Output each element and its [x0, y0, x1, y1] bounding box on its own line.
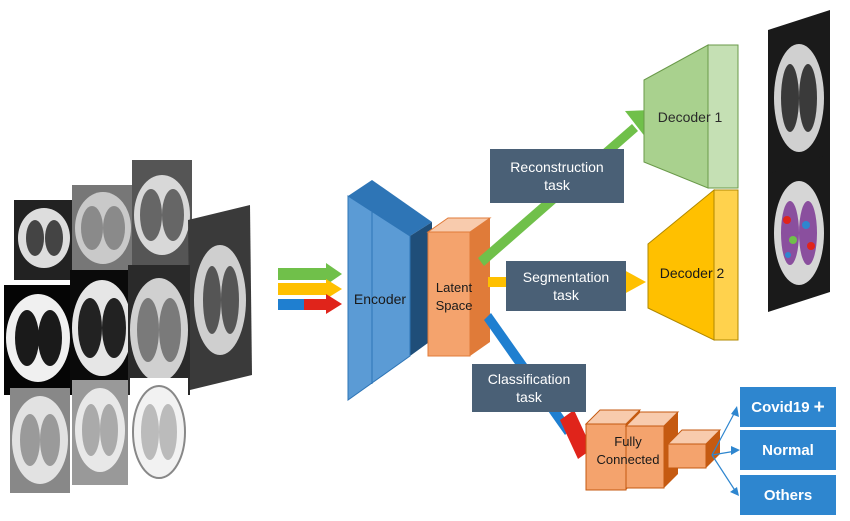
plus-icon: + [813, 396, 825, 418]
others-output-box: Others [740, 475, 836, 515]
normal-output-box: Normal [740, 430, 836, 470]
latent-space-block: Latent Space [426, 217, 492, 357]
fully-connected-block: Fully Connected [584, 409, 722, 491]
blue-input-arrow-shaft [278, 299, 304, 310]
green-input-arrow [278, 263, 342, 285]
ct-slice [130, 378, 188, 490]
reconstruction-task-line1: Reconstruction [510, 159, 604, 175]
decoder2-label: Decoder 2 [660, 265, 725, 281]
covid-output-box: Covid19 + [740, 387, 836, 427]
ct-slice [72, 380, 128, 485]
reconstruction-task-box: Reconstruction task [490, 149, 624, 203]
covid-output-label: Covid19 [751, 398, 810, 416]
segmented-ct-image [768, 154, 830, 312]
decoder2-block: Decoder 2 [647, 188, 739, 341]
ct-scan-collage [4, 160, 252, 493]
ct-slice [4, 285, 72, 395]
fully-connected-label-line1: Fully [614, 434, 642, 449]
encoder-block: Encoder [347, 180, 432, 401]
ct-slice [10, 388, 70, 493]
others-output-label: Others [763, 486, 813, 504]
classification-task-line1: Classification [487, 371, 571, 387]
classification-task-line2: task [516, 389, 542, 405]
classification-task-box: Classification task [472, 364, 586, 412]
arrow-to-covid [711, 409, 737, 456]
ct-slice [132, 160, 192, 270]
latent-space-label-line2: Space [436, 298, 473, 313]
reconstructed-ct-image [768, 10, 830, 186]
decoder1-block: Decoder 1 [643, 44, 739, 189]
ct-slice [128, 265, 190, 395]
fully-connected-label-line2: Connected [597, 452, 660, 467]
segmentation-task-box: Segmentation task [506, 261, 626, 311]
ct-slice [70, 270, 134, 390]
decoder1-label: Decoder 1 [658, 109, 723, 125]
ct-slice [188, 205, 252, 390]
ct-slice [72, 185, 134, 275]
segmentation-task-line1: Segmentation [522, 269, 610, 285]
ct-slice [14, 200, 74, 280]
input-arrows [278, 263, 342, 314]
red-input-arrow [304, 294, 342, 314]
encoder-label: Encoder [354, 291, 406, 307]
reconstruction-task-line2: task [544, 177, 570, 193]
output-arrows [711, 406, 740, 496]
arrow-to-others [711, 454, 737, 493]
yellow-input-arrow [278, 279, 342, 299]
segmentation-task-line2: task [553, 287, 579, 303]
latent-space-label-line1: Latent [436, 280, 473, 295]
normal-output-label: Normal [762, 441, 814, 459]
